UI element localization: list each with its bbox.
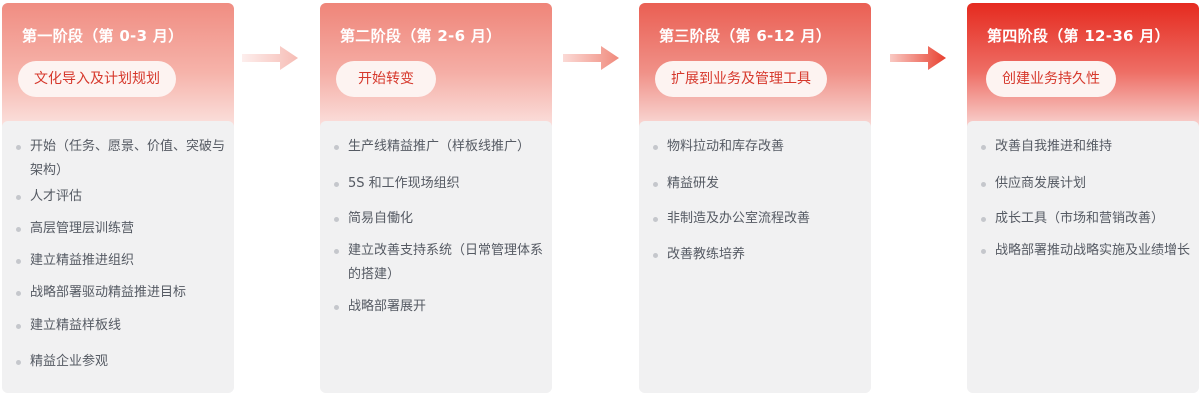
stage-title-4: 第四阶段（第 12-36 月） [987, 27, 1170, 45]
list-item: 人才评估 [14, 185, 230, 209]
stage-body-4: 改善自我推进和维持 供应商发展计划 成长工具（市场和营销改善） 战略部署推动战略… [967, 121, 1199, 393]
arrow-right-icon [890, 46, 946, 70]
list-item: 生产线精益推广（样板线推广） [332, 135, 548, 159]
stage-body-3: 物料拉动和库存改善 精益研发 非制造及办公室流程改善 改善教练培养 [639, 121, 871, 393]
stage-header-3: 第三阶段（第 6-12 月） 扩展到业务及管理工具 [639, 3, 871, 129]
stage-title-2: 第二阶段（第 2-6 月） [340, 27, 502, 45]
stage-card-4: 第四阶段（第 12-36 月） 创建业务持久性 改善自我推进和维持 供应商发展计… [967, 3, 1199, 393]
list-item: 战略部署推动战略实施及业绩增长 [979, 239, 1195, 263]
list-item: 物料拉动和库存改善 [651, 135, 867, 159]
stage-header-2: 第二阶段（第 2-6 月） 开始转变 [320, 3, 552, 129]
stage-focus-1: 文化导入及计划规划 [18, 61, 176, 97]
list-item: 5S 和工作现场组织 [332, 172, 548, 196]
list-item: 成长工具（市场和营销改善） [979, 207, 1195, 231]
stage-header-1: 第一阶段（第 0-3 月） 文化导入及计划规划 [2, 3, 234, 129]
stage-title-3: 第三阶段（第 6-12 月） [659, 27, 832, 45]
list-item: 战略部署驱动精益推进目标 [14, 281, 230, 305]
list-item: 建立精益推进组织 [14, 249, 230, 273]
stage-card-3: 第三阶段（第 6-12 月） 扩展到业务及管理工具 物料拉动和库存改善 精益研发… [639, 3, 871, 393]
stage-body-2: 生产线精益推广（样板线推广） 5S 和工作现场组织 简易自働化 建立改善支持系统… [320, 121, 552, 393]
stage-card-1: 第一阶段（第 0-3 月） 文化导入及计划规划 开始（任务、愿景、价值、突破与架… [2, 3, 234, 393]
stage-header-4: 第四阶段（第 12-36 月） 创建业务持久性 [967, 3, 1199, 129]
list-item: 战略部署展开 [332, 295, 548, 319]
arrow-right-icon [563, 46, 619, 70]
list-item: 精益企业参观 [14, 350, 230, 374]
list-item: 开始（任务、愿景、价值、突破与架构） [14, 135, 230, 183]
list-item: 非制造及办公室流程改善 [651, 207, 867, 231]
list-item: 高层管理层训练营 [14, 217, 230, 241]
stage-title-1: 第一阶段（第 0-3 月） [22, 27, 184, 45]
list-item: 供应商发展计划 [979, 172, 1195, 196]
list-item: 精益研发 [651, 172, 867, 196]
stage-card-2: 第二阶段（第 2-6 月） 开始转变 生产线精益推广（样板线推广） 5S 和工作… [320, 3, 552, 393]
stage-focus-3: 扩展到业务及管理工具 [655, 61, 827, 97]
list-item: 建立精益样板线 [14, 314, 230, 338]
stage-focus-2: 开始转变 [336, 61, 436, 97]
list-item: 简易自働化 [332, 207, 548, 231]
list-item: 改善教练培养 [651, 243, 867, 267]
stage-body-1: 开始（任务、愿景、价值、突破与架构） 人才评估 高层管理层训练营 建立精益推进组… [2, 121, 234, 393]
stage-focus-4: 创建业务持久性 [986, 61, 1116, 97]
list-item: 改善自我推进和维持 [979, 135, 1195, 159]
list-item: 建立改善支持系统（日常管理体系的搭建） [332, 239, 548, 287]
arrow-right-icon [242, 46, 298, 70]
